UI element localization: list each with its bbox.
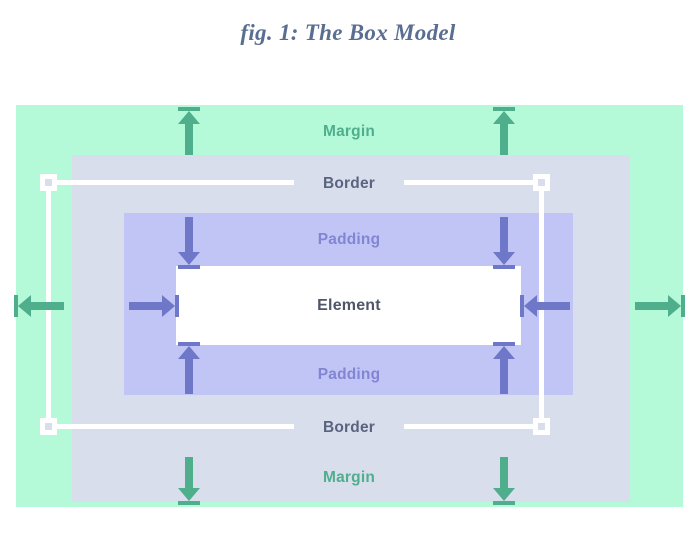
padding-arrow-top-left — [178, 217, 200, 269]
arrow-shaft — [535, 302, 570, 310]
arrow-head — [493, 111, 515, 124]
arrow-cap — [178, 265, 200, 269]
corner-handle-top-left[interactable] — [40, 174, 57, 191]
arrow-shaft — [185, 457, 193, 490]
arrow-head — [178, 111, 200, 124]
arrow-head — [493, 252, 515, 265]
arrow-cap — [493, 265, 515, 269]
border-label-top: Border — [322, 175, 376, 192]
arrow-cap — [175, 295, 179, 317]
padding-arrow-left — [129, 295, 179, 317]
padding-arrow-bottom-left — [178, 342, 200, 394]
arrow-cap — [493, 107, 515, 111]
arrow-cap — [178, 107, 200, 111]
arrow-cap — [178, 342, 200, 346]
arrow-shaft — [500, 357, 508, 394]
corner-handle-top-right[interactable] — [533, 174, 550, 191]
arrow-shaft — [129, 302, 164, 310]
element-region — [176, 266, 521, 345]
arrow-shaft — [29, 302, 64, 310]
arrow-head — [178, 488, 200, 501]
arrow-cap — [178, 501, 200, 505]
margin-arrow-right — [635, 295, 685, 317]
corner-handle-bottom-left[interactable] — [40, 418, 57, 435]
arrow-cap — [493, 342, 515, 346]
arrow-head — [18, 295, 31, 317]
arrow-cap — [14, 295, 18, 317]
arrow-shaft — [185, 122, 193, 155]
margin-arrow-left — [14, 295, 64, 317]
arrow-shaft — [185, 217, 193, 254]
border-label-backdrop-bottom — [294, 415, 404, 437]
figure-title: fig. 1: The Box Model — [240, 20, 456, 45]
arrow-shaft — [500, 217, 508, 254]
arrow-cap — [493, 501, 515, 505]
arrow-cap — [681, 295, 685, 317]
arrow-shaft — [500, 122, 508, 155]
padding-arrow-top-right — [493, 217, 515, 269]
arrow-head — [668, 295, 681, 317]
padding-label-top: Padding — [317, 231, 381, 248]
arrow-head — [162, 295, 175, 317]
margin-arrow-bottom-left — [178, 457, 200, 505]
arrow-head — [178, 252, 200, 265]
corner-handle-bottom-right[interactable] — [533, 418, 550, 435]
margin-label-top: Margin — [322, 123, 376, 140]
margin-label-bottom: Margin — [322, 469, 376, 486]
arrow-shaft — [500, 457, 508, 490]
border-label-bottom: Border — [322, 419, 376, 436]
margin-arrow-bottom-right — [493, 457, 515, 505]
margin-arrow-top-left — [178, 107, 200, 155]
arrow-head — [493, 488, 515, 501]
box-model-diagram: Margin Margin Border Border Padding Padd… — [14, 105, 685, 507]
arrow-head — [178, 346, 200, 359]
border-label-backdrop-top — [294, 171, 404, 193]
padding-label-bottom: Padding — [317, 366, 381, 383]
arrow-shaft — [185, 357, 193, 394]
arrow-head — [524, 295, 537, 317]
arrow-head — [493, 346, 515, 359]
arrow-cap — [520, 295, 524, 317]
element-label: Element — [317, 297, 381, 314]
padding-arrow-right — [520, 295, 570, 317]
arrow-shaft — [635, 302, 670, 310]
margin-arrow-top-right — [493, 107, 515, 155]
padding-arrow-bottom-right — [493, 342, 515, 394]
